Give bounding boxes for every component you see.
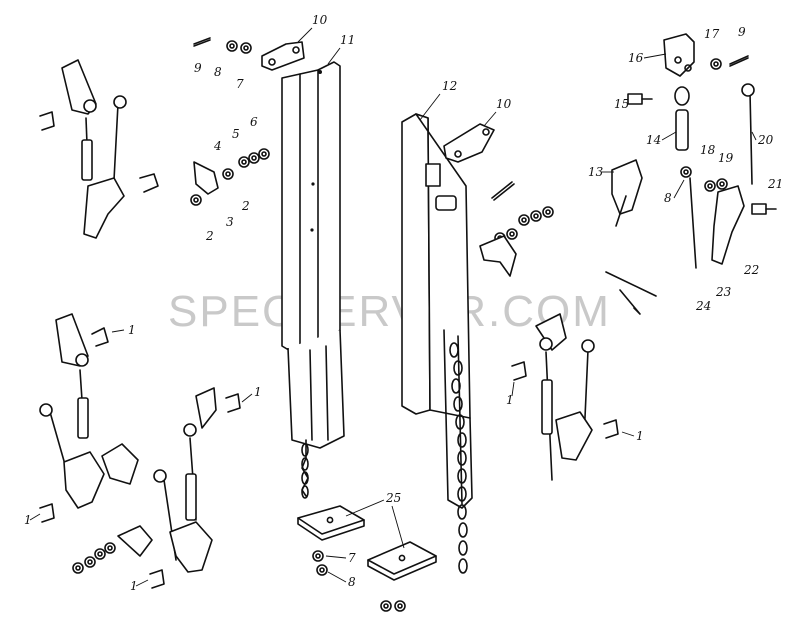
callout-15: 15 <box>614 97 629 111</box>
watermark: SPECSERVER.COM <box>168 287 611 336</box>
chain-right <box>449 342 468 574</box>
callout-24: 24 <box>695 299 711 313</box>
callout-19: 19 <box>718 151 734 165</box>
callout-1-f: 1 <box>636 429 644 443</box>
callout-25: 25 <box>385 491 401 505</box>
callout-11: 11 <box>340 33 355 47</box>
callout-1-d: 1 <box>130 579 138 593</box>
callout-1-c: 1 <box>24 513 32 527</box>
callout-8-left: 8 <box>214 65 222 79</box>
washers-and-nuts <box>72 40 728 612</box>
callout-12: 12 <box>442 79 457 93</box>
callout-16: 16 <box>628 51 644 65</box>
callout-2-a: 2 <box>241 199 250 213</box>
callout-23: 23 <box>715 285 732 299</box>
callout-3: 3 <box>226 215 234 229</box>
callout-18: 18 <box>700 143 716 157</box>
callout-13: 13 <box>588 165 604 179</box>
right-linkage <box>605 83 755 315</box>
callout-22: 22 <box>743 263 759 277</box>
callout-5: 5 <box>232 127 240 141</box>
callout-10-mid: 10 <box>496 97 512 111</box>
callout-14: 14 <box>646 133 661 147</box>
callout-1-a: 1 <box>128 323 136 337</box>
left-top-linkage <box>39 59 159 239</box>
callout-2-b: 2 <box>205 229 214 243</box>
plates <box>297 505 437 581</box>
post-left <box>281 61 345 449</box>
callout-1-b: 1 <box>254 385 262 399</box>
brackets-and-levers <box>193 33 777 277</box>
callout-10-top: 10 <box>312 13 328 27</box>
left-middle-linkage <box>39 313 139 523</box>
callout-9-left: 9 <box>194 61 202 75</box>
callout-1-e: 1 <box>506 393 514 407</box>
callout-21: 21 <box>767 177 783 191</box>
callout-9-right: 9 <box>738 25 746 39</box>
left-lower-linkage <box>117 387 241 589</box>
callout-8-bottom: 8 <box>348 575 356 589</box>
callout-4: 4 <box>213 139 222 153</box>
right-lower-linkage <box>511 313 619 481</box>
post-right <box>401 113 473 509</box>
callout-7-left: 7 <box>236 77 244 91</box>
chain-left <box>301 439 309 499</box>
callout-8-right: 8 <box>664 191 672 205</box>
callout-17: 17 <box>704 27 720 41</box>
callout-20: 20 <box>757 133 774 147</box>
callout-6: 6 <box>250 115 258 129</box>
callout-7-bottom: 7 <box>348 551 356 565</box>
callouts: 10 11 9 8 7 4 5 6 2 3 2 12 10 16 17 9 15… <box>24 13 783 593</box>
